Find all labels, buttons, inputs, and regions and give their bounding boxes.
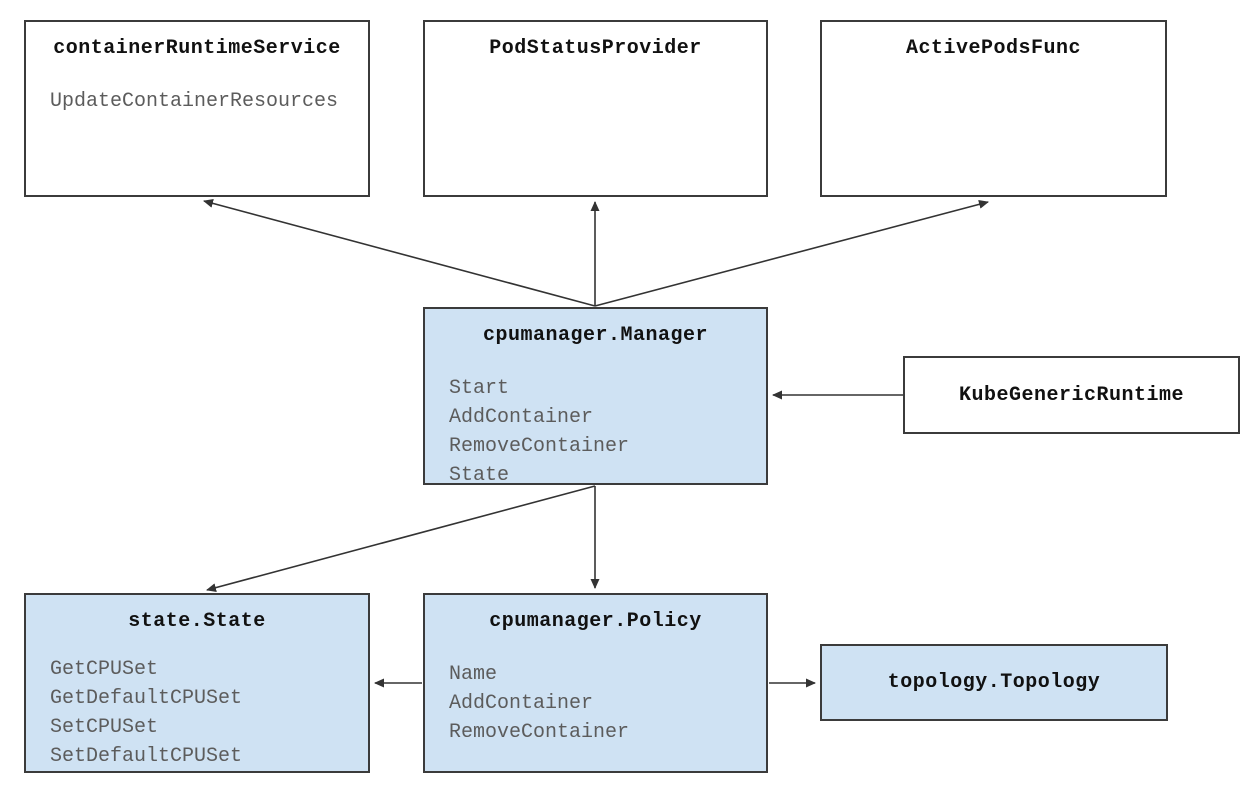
node-cpumanager-policy: cpumanager.Policy Name AddContainer Remo… bbox=[423, 593, 768, 773]
node-kube-generic-runtime-title: KubeGenericRuntime bbox=[958, 383, 1185, 407]
edge-manager-to-activepodsfunc bbox=[594, 199, 989, 307]
node-state-state-methods: GetCPUSet GetDefaultCPUSet SetCPUSet Set… bbox=[50, 658, 243, 768]
node-topology-topology: topology.Topology bbox=[820, 644, 1168, 721]
node-container-runtime-service-methods: UpdateContainerResources bbox=[50, 90, 339, 113]
node-cpumanager-policy-title: cpumanager.Policy bbox=[489, 610, 702, 633]
edge-manager-to-containerruntimeservice bbox=[203, 198, 596, 307]
node-cpumanager-manager-methods: Start AddContainer RemoveContainer State bbox=[449, 377, 630, 487]
node-topology-topology-title: topology.Topology bbox=[887, 671, 1101, 694]
node-container-runtime-service-title: containerRuntimeService bbox=[53, 37, 341, 60]
node-pod-status-provider-title: PodStatusProvider bbox=[489, 37, 702, 60]
node-cpumanager-manager: cpumanager.Manager Start AddContainer Re… bbox=[423, 307, 768, 487]
node-pod-status-provider: PodStatusProvider bbox=[423, 20, 768, 197]
node-kube-generic-runtime: KubeGenericRuntime bbox=[903, 356, 1240, 434]
node-state-state-title: state.State bbox=[128, 610, 266, 633]
node-container-runtime-service: containerRuntimeService UpdateContainerR… bbox=[24, 20, 370, 197]
node-cpumanager-manager-title: cpumanager.Manager bbox=[482, 324, 709, 347]
edge-manager-to-state bbox=[206, 485, 596, 593]
node-active-pods-func: ActivePodsFunc bbox=[820, 20, 1167, 197]
node-state-state: state.State GetCPUSet GetDefaultCPUSet S… bbox=[24, 593, 370, 773]
node-cpumanager-policy-methods: Name AddContainer RemoveContainer bbox=[449, 663, 630, 744]
node-active-pods-func-title: ActivePodsFunc bbox=[905, 37, 1082, 60]
